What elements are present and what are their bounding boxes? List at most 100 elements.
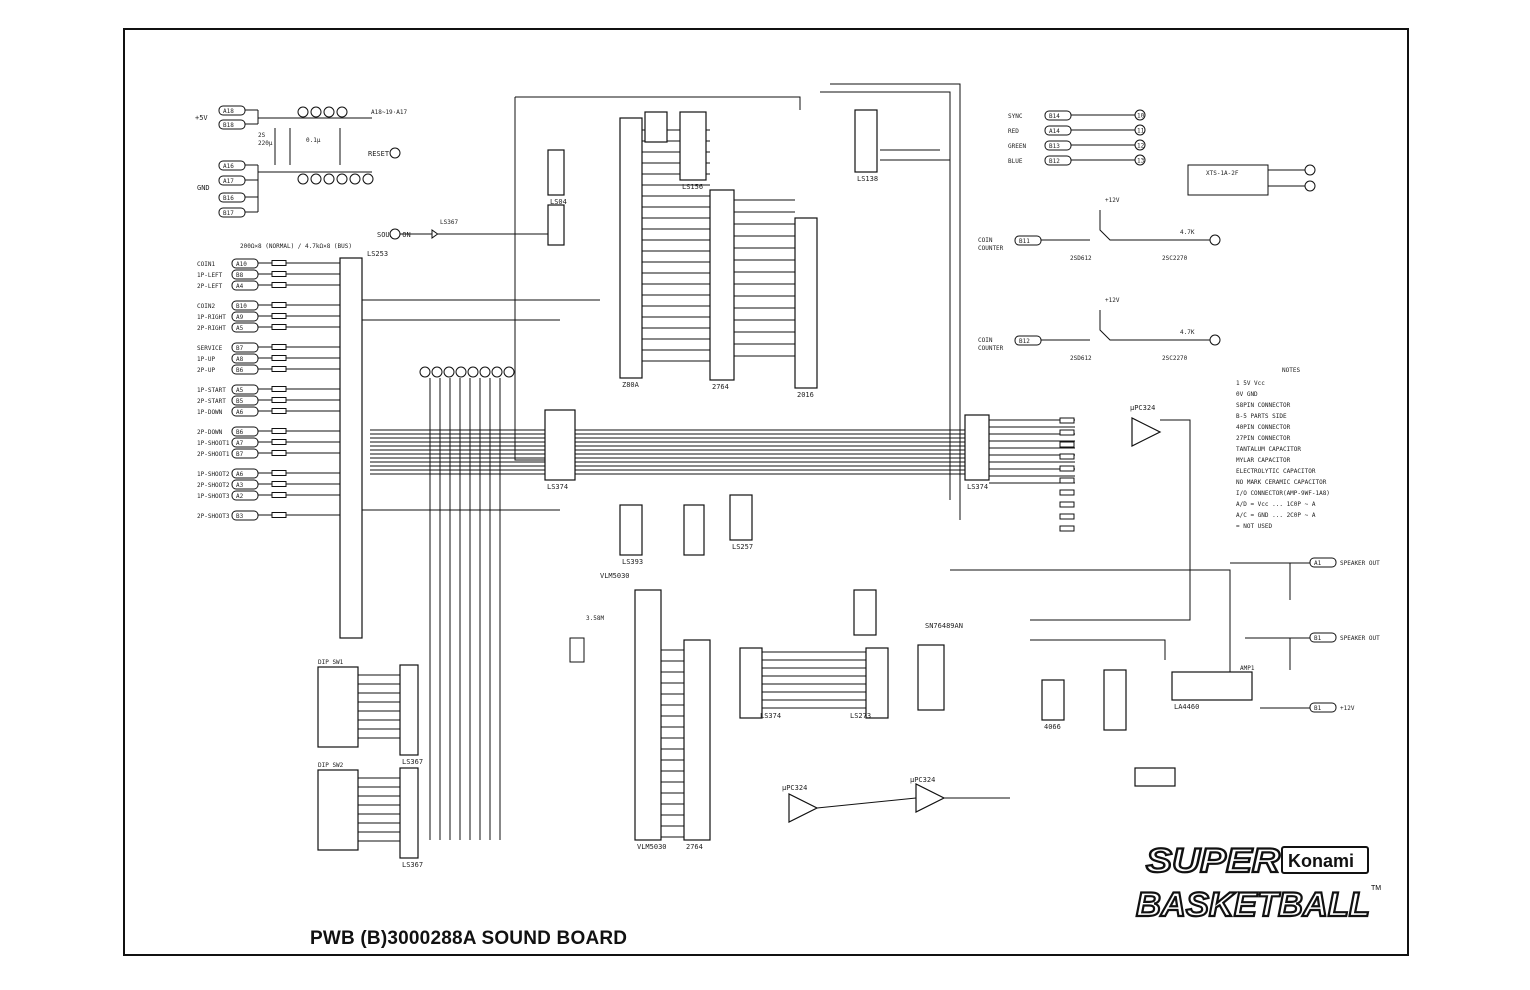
input-pin: A4	[231, 280, 259, 291]
konami-logo-text: Konami	[1288, 851, 1354, 871]
input-name: 2P-UP	[197, 367, 215, 374]
input-pin: A6	[231, 406, 259, 417]
input-pin-text: A5	[236, 387, 244, 394]
coin-counter-label: COIN	[978, 337, 993, 344]
vcc-node-2	[323, 106, 335, 118]
coin-out-node	[1209, 234, 1221, 246]
input-name: 1P-UP	[197, 356, 215, 363]
dipsw2	[317, 769, 359, 851]
cap-note: A18~19·A17	[371, 109, 408, 116]
coin-transistor-a: 2SD612	[1070, 255, 1092, 262]
ls138-chip-label: LS138	[857, 175, 878, 183]
power-pin-3-box	[218, 175, 246, 186]
sound-on-node-ring	[389, 228, 401, 240]
dipsw1-body	[317, 666, 359, 748]
power-pin-1-box	[218, 119, 246, 130]
coin-counter-label-2: COUNTER	[978, 245, 1004, 252]
coin-v: +12V	[1105, 297, 1120, 304]
input-name: 2P-SHOOT3	[197, 513, 230, 520]
input-name: 2P-DOWN	[197, 429, 223, 436]
dac-resistor	[1059, 489, 1075, 496]
input-resistor	[271, 439, 287, 445]
ls374-mid-chip: LS374	[544, 409, 576, 491]
input-pin: B7	[231, 342, 259, 353]
ls367-dip2: LS367	[399, 767, 423, 869]
sn76489-name: SN76489AN	[925, 622, 963, 630]
input-pin-box	[231, 258, 259, 269]
input-name: 2P-SHOOT2	[197, 482, 230, 489]
coin-drive	[1099, 210, 1210, 241]
input-pin-text: B6	[236, 367, 244, 374]
dac-resistor	[1059, 525, 1075, 532]
input-resistor	[271, 408, 287, 414]
coin-transistor-b: 2SC2270	[1162, 255, 1188, 262]
speaker-pin-1-text: A1	[1314, 560, 1322, 567]
input-pin: A3	[231, 479, 259, 490]
reset-node-ring	[389, 147, 401, 159]
vcc-node-1	[310, 106, 322, 118]
video-pin-text: A14	[1049, 128, 1060, 135]
coin-transistor-a: 2SD612	[1070, 355, 1092, 362]
gnd-node-3-ring	[336, 173, 348, 185]
input-pin-box	[231, 510, 259, 521]
dac-resistor	[1059, 513, 1075, 520]
bus-node-1	[431, 366, 443, 378]
rom-2764-a-label: 2764	[712, 383, 729, 391]
bus-node-2	[443, 366, 455, 378]
input-resistor	[271, 271, 287, 277]
video-node-text: 12	[1137, 143, 1145, 150]
ls367-dip1-label: LS367	[402, 758, 423, 766]
ls393-chip-label: LS393	[622, 558, 643, 566]
conn-out-box	[1134, 767, 1176, 787]
ls253-name: LS253	[367, 250, 388, 258]
coin-counter-label-2: COUNTER	[978, 345, 1004, 352]
input-pin-text: A4	[236, 283, 244, 290]
power-pin-3: A17	[218, 175, 246, 186]
note-item: I/O CONNECTOR(AMP-9WF-1A8)	[1236, 490, 1330, 497]
ls138-chip: LS138	[854, 109, 878, 183]
conn-node-b	[1304, 180, 1316, 192]
amp-in-wire	[950, 569, 1231, 680]
power-pin-0-text: A18	[223, 108, 234, 115]
input-pin-box	[231, 280, 259, 291]
ls-mix-chip-body	[1103, 669, 1127, 731]
ls32-chip	[644, 111, 668, 143]
ls374-mid-chip-label: LS374	[547, 483, 568, 491]
rom-2764-b-label: 2764	[686, 843, 703, 851]
input-pin: B3	[231, 510, 259, 521]
input-name: 1P-SHOOT2	[197, 471, 230, 478]
z80-chip: Z80A	[619, 117, 643, 389]
input-pin-box	[231, 479, 259, 490]
input-pin-box	[231, 490, 259, 501]
input-pin: B5	[231, 395, 259, 406]
ram-2016-body	[794, 217, 818, 389]
video-signal-name: GREEN	[1008, 143, 1026, 150]
bus-node-4-ring	[467, 366, 479, 378]
input-header: 200Ω×8 (NORMAL) / 4.7kΩ×8 (BUS)	[240, 243, 352, 250]
video-node: 12	[1134, 139, 1146, 151]
cap-220u: 220μ	[258, 140, 273, 147]
power-12v-pin-text: B1	[1314, 705, 1322, 712]
sn76489-chip-body	[917, 644, 945, 711]
input-pin: A5	[231, 384, 259, 395]
gnd-node-1	[310, 173, 322, 185]
buffer-ls367-a	[431, 229, 439, 239]
input-pin-box	[231, 406, 259, 417]
video-pin-box	[1044, 140, 1072, 151]
vlm5030-chip: VLM5030	[634, 589, 667, 851]
amp-label: AMP1	[1240, 665, 1255, 672]
gnd-node-4-ring	[349, 173, 361, 185]
bus-node-7	[503, 366, 515, 378]
input-pin: A2	[231, 490, 259, 501]
ls374-right-chip-label: LS374	[967, 483, 988, 491]
dac-resistor	[1059, 453, 1075, 460]
input-pin-text: A7	[236, 440, 244, 447]
ls04-chip-body	[547, 149, 565, 196]
video-node-text: 10	[1137, 113, 1145, 120]
dipsw1	[317, 666, 359, 748]
feedback-wire	[1030, 419, 1191, 621]
gnd-node-3	[336, 173, 348, 185]
dac-resistor	[1059, 441, 1075, 448]
ls-mix-chip	[1103, 669, 1127, 731]
